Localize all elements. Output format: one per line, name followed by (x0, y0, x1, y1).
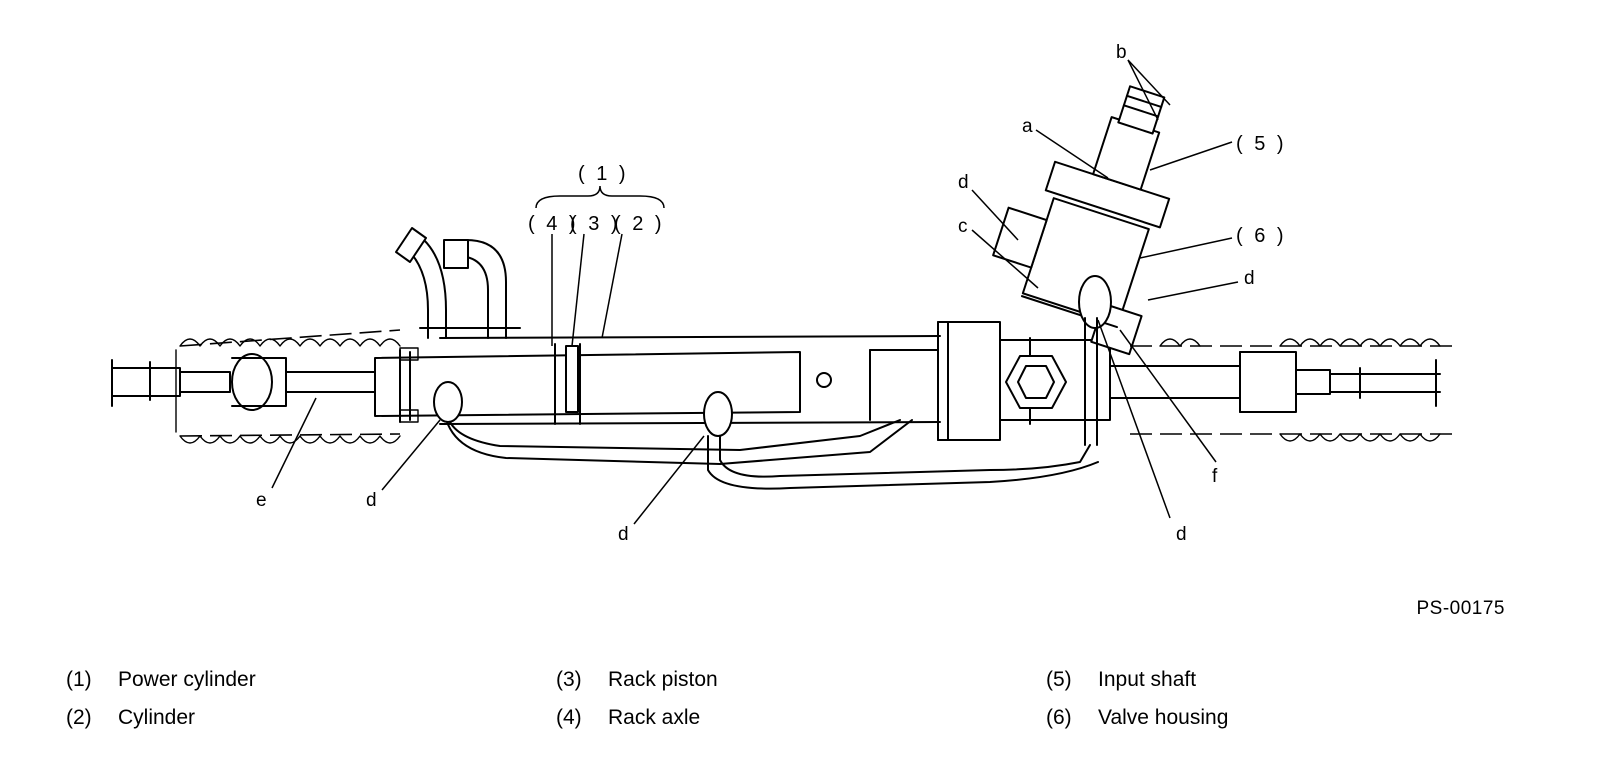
legend-item-3: (3) Rack piston (556, 668, 718, 692)
callout-d-top: d (958, 172, 969, 193)
callout-d-right-lower: d (1176, 524, 1187, 545)
left-boot (175, 329, 401, 444)
legend-text: Power cylinder (118, 668, 256, 691)
legend-text: Rack axle (608, 706, 701, 729)
legend-item-2: (2) Cylinder (66, 706, 195, 730)
callout-4: ( 4 ) (528, 213, 579, 235)
legend-number: (6) (1046, 706, 1072, 729)
legend-item-5: (5) Input shaft (1046, 668, 1196, 692)
figure-code: PS-00175 (1416, 598, 1505, 619)
callout-e: e (256, 490, 267, 511)
steering-gearbox-diagram: b a ( 5 ) ( 1 ) d ( 4 ) ( 3 ) ( 2 ) c ( … (111, 42, 1460, 545)
legend-text: Cylinder (118, 706, 196, 729)
callout-2: ( 2 ) (614, 213, 665, 235)
callout-a: a (1022, 116, 1033, 137)
right-tie-rod (1109, 351, 1441, 413)
legend-number: (2) (66, 706, 92, 729)
left-tie-rod (111, 353, 376, 411)
legend-number: (5) (1046, 668, 1072, 691)
callout-b: b (1116, 42, 1127, 63)
legend-item-4: (4) Rack axle (556, 706, 700, 730)
legend-text: Input shaft (1098, 668, 1197, 691)
callout-5: ( 5 ) (1236, 133, 1287, 155)
callout-labels: b a ( 5 ) ( 1 ) d ( 4 ) ( 3 ) ( 2 ) c ( … (256, 42, 1287, 545)
right-pipe-union (1078, 275, 1112, 446)
legend-number: (4) (556, 706, 582, 729)
top-pipes (395, 227, 521, 339)
legend: (1) Power cylinder (2) Cylinder (3) Rack pi… (0, 668, 1600, 748)
legend-item-6: (6) Valve housing (1046, 706, 1228, 730)
legend-text: Rack piston (608, 668, 718, 691)
callout-d-center: d (618, 524, 629, 545)
valve-housing-assembly (992, 85, 1171, 356)
callout-d-left: d (366, 490, 377, 511)
legend-number: (1) (66, 668, 92, 691)
legend-text: Valve housing (1098, 706, 1229, 729)
leader-lines (271, 59, 1239, 525)
callout-d-right-upper: d (1244, 268, 1255, 289)
legend-number: (3) (556, 668, 582, 691)
gear-housing (374, 321, 1111, 441)
callout-f: f (1212, 466, 1218, 487)
lower-pipes (433, 381, 1099, 490)
callout-3: ( 3 ) (570, 213, 621, 235)
callout-1: ( 1 ) (578, 163, 629, 185)
right-boot (1130, 338, 1460, 442)
callout-6: ( 6 ) (1236, 225, 1287, 247)
legend-item-1: (1) Power cylinder (66, 668, 256, 692)
pinion-nut (1005, 355, 1067, 409)
callout-c: c (958, 216, 968, 237)
